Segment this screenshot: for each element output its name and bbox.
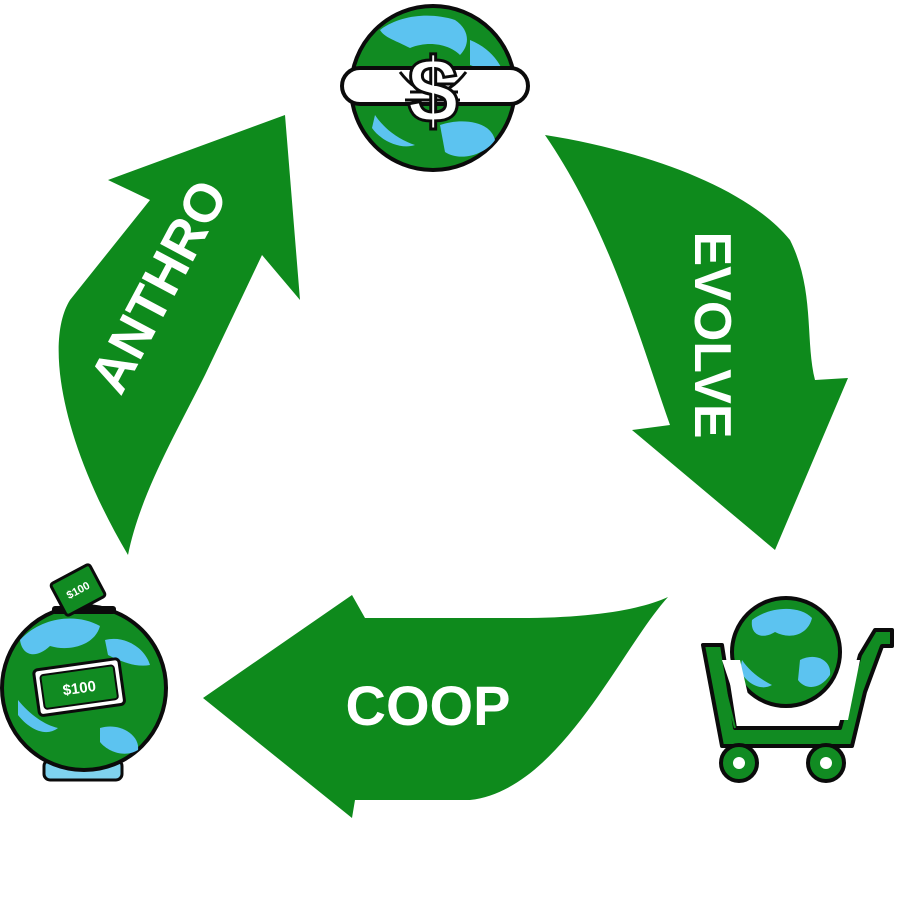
evolve-arrow: EVOLVE [545,135,848,550]
dollar-sign-glyph: $ [407,40,458,142]
coop-arrow: COOP [203,595,668,818]
banknote-label: $100 [62,678,97,699]
anthro-arrow: ANTHRO [58,115,300,555]
evolve-label: EVOLVE [683,231,741,438]
globe-with-dollar-hands-icon: $ [340,4,530,172]
shopping-cart-globe-icon [701,596,894,783]
piggy-bank-globe-icon: $100 $100 [0,563,168,782]
coop-label: COOP [346,674,511,737]
